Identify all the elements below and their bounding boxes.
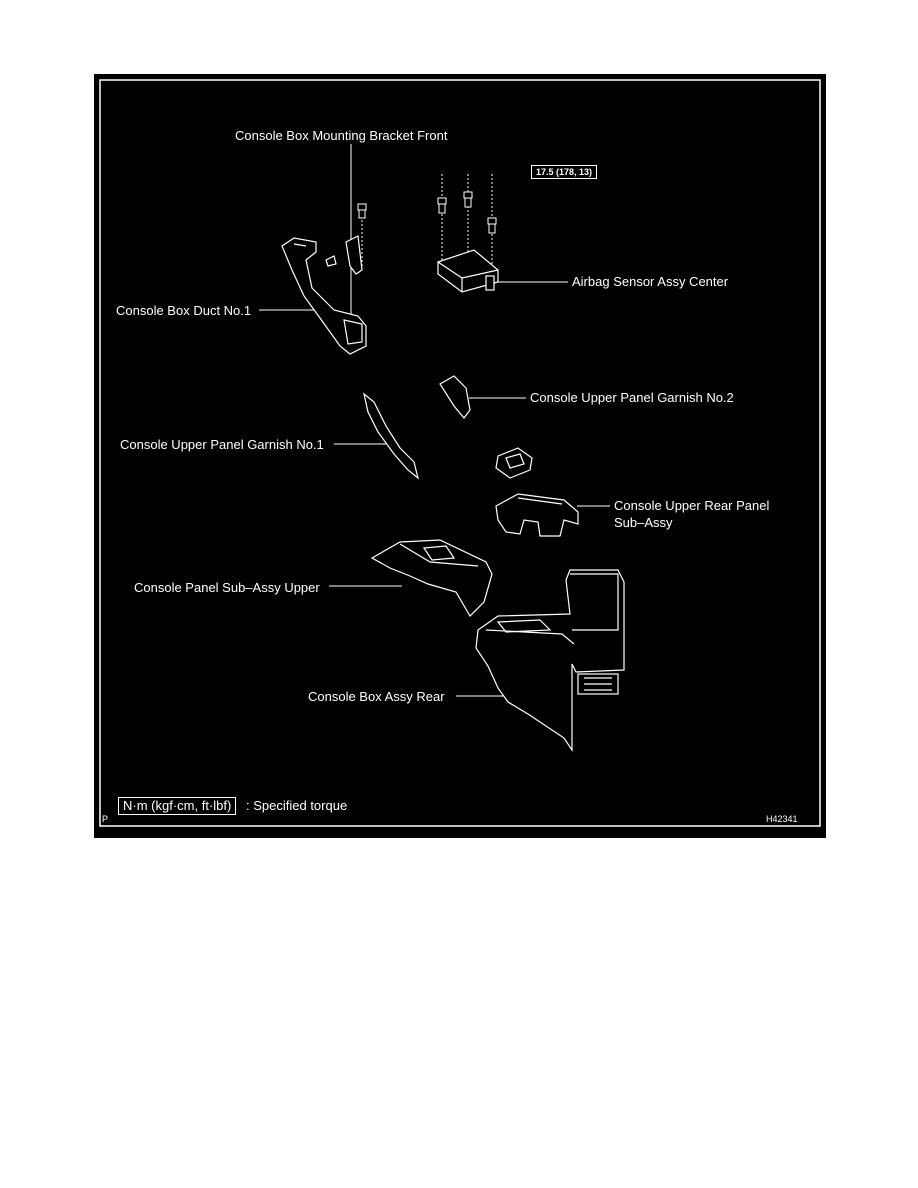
torque-spec: 17.5 (178, 13) — [531, 165, 598, 179]
part-cup — [495, 447, 533, 479]
legend-torque-units: N·m (kgf·cm, ft·lbf) — [118, 797, 237, 815]
label-rear-panel-line2: Sub–Assy — [614, 515, 673, 530]
legend-specified-torque: : Specified torque — [246, 798, 348, 813]
label-garnish-no1: Console Upper Panel Garnish No.1 — [120, 437, 324, 452]
inner-frame — [99, 79, 821, 827]
parts — [281, 235, 625, 752]
part-panel-upper — [370, 539, 493, 617]
part-garnish-no1 — [363, 392, 420, 480]
part-bracket-front — [345, 235, 363, 275]
exploded-diagram: Console Box Mounting Bracket Front 17.5 … — [94, 74, 826, 838]
label-garnish-no2: Console Upper Panel Garnish No.2 — [530, 390, 734, 405]
bolts — [357, 174, 497, 270]
label-bracket-front: Console Box Mounting Bracket Front — [235, 128, 448, 143]
label-duct-no1: Console Box Duct No.1 — [116, 303, 252, 318]
bolt-airbag-2 — [463, 174, 473, 258]
corner-letter: P — [102, 814, 109, 824]
part-clip — [325, 255, 337, 267]
label-box-rear: Console Box Assy Rear — [308, 689, 445, 704]
part-box-rear — [475, 569, 625, 752]
part-duct-no1 — [281, 237, 367, 355]
label-panel-upper: Console Panel Sub–Assy Upper — [134, 580, 320, 595]
diagram-drawing — [99, 79, 821, 827]
label-airbag-sensor: Airbag Sensor Assy Center — [572, 274, 729, 289]
part-upper-rear-panel — [495, 493, 579, 537]
part-airbag-sensor — [437, 249, 499, 293]
bolt-bracket — [357, 203, 367, 266]
label-rear-panel: Console Upper Rear Panel — [614, 498, 770, 513]
bolt-airbag-3 — [487, 174, 497, 270]
figure-code: H42341 — [766, 814, 798, 824]
bolt-airbag-1 — [437, 174, 447, 262]
leader-lines — [259, 144, 610, 697]
part-garnish-no2 — [439, 375, 471, 419]
